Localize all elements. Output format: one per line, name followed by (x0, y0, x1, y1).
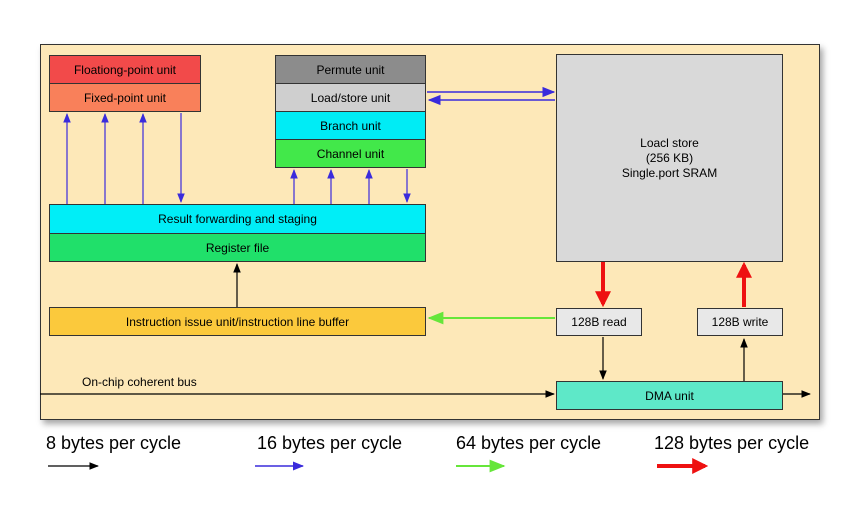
load-store-unit: Load/store unit (275, 83, 426, 112)
fixed-point-unit-label: Fixed-point unit (83, 90, 167, 105)
on-chip-bus-label: On-chip coherent bus (82, 375, 197, 389)
local-store: Loacl store (256 KB) Single.port SRAM (556, 54, 783, 262)
local-store-size: (256 KB) (645, 150, 694, 165)
dma-unit: DMA unit (556, 381, 783, 410)
legend-64-bytes: 64 bytes per cycle (456, 433, 602, 453)
permute-unit: Permute unit (275, 55, 426, 84)
write-buffer-label: 128B write (711, 315, 769, 329)
legend-8-bytes: 8 bytes per cycle (46, 433, 182, 453)
channel-unit: Channel unit (275, 139, 426, 168)
register-file: Register file (49, 233, 426, 262)
instruction-issue-unit: Instruction issue unit/instruction line … (49, 307, 426, 336)
read-buffer-label: 128B read (571, 315, 627, 329)
legend-16-bytes: 16 bytes per cycle (257, 433, 403, 453)
branch-unit-label: Branch unit (320, 118, 381, 133)
local-store-type: Single.port SRAM (621, 165, 718, 180)
floating-point-unit: Floationg-point unit (49, 55, 201, 84)
result-forwarding-label: Result forwarding and staging (158, 212, 317, 226)
legend-128-bytes: 128 bytes per cycle (654, 433, 810, 453)
load-store-unit-label: Load/store unit (310, 90, 391, 105)
result-forwarding-staging: Result forwarding and staging (49, 204, 426, 234)
permute-unit-label: Permute unit (316, 62, 385, 77)
dma-unit-label: DMA unit (645, 388, 694, 403)
floating-point-unit-label: Floationg-point unit (73, 62, 177, 77)
fixed-point-unit: Fixed-point unit (49, 83, 201, 112)
channel-unit-label: Channel unit (316, 146, 385, 161)
branch-unit: Branch unit (275, 111, 426, 140)
register-file-label: Register file (205, 240, 270, 255)
instruction-issue-label: Instruction issue unit/instruction line … (125, 314, 350, 329)
read-buffer: 128B read (556, 308, 642, 336)
local-store-title: Loacl store (640, 135, 699, 150)
write-buffer: 128B write (697, 308, 783, 336)
